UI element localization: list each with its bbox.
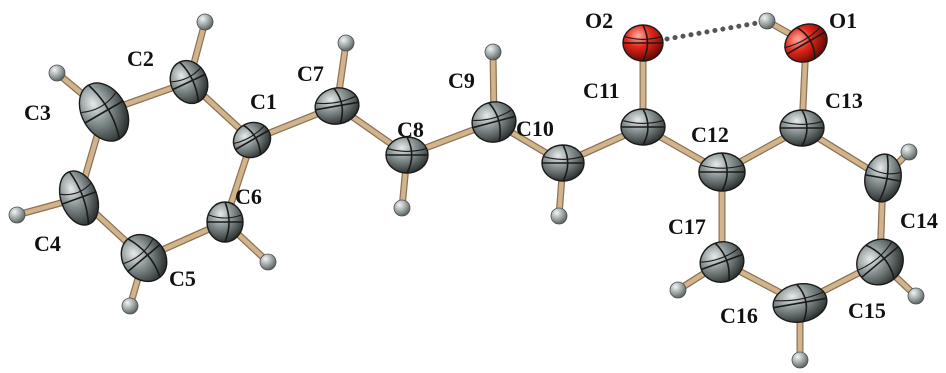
atom-C11 — [620, 108, 666, 146]
atom-label-C1: C1 — [250, 89, 277, 114]
hydrogen-atom-C5 — [121, 297, 139, 315]
hydrogen-atom-C3 — [48, 64, 66, 82]
hydrogen-atom-O1 — [758, 12, 776, 30]
atom-label-C8: C8 — [397, 117, 424, 142]
atom-label-O2: O2 — [585, 8, 613, 33]
atom-C3 — [78, 82, 130, 142]
atom-label-C2: C2 — [127, 46, 154, 71]
hydrogen-atom-C7 — [337, 34, 355, 52]
atom-C5 — [120, 233, 168, 283]
atom-label-C7: C7 — [297, 61, 324, 86]
hydrogen-atom-C16 — [791, 351, 809, 369]
hydrogen-bond-O2-H — [664, 20, 760, 42]
atom-label-C16: C16 — [720, 303, 758, 328]
atom-C14 — [864, 153, 902, 203]
atom-label-C6: C6 — [235, 184, 262, 209]
atom-label-C4: C4 — [34, 231, 61, 256]
hydrogen-atom-C10 — [550, 207, 568, 225]
hydrogen-atom-C4 — [8, 206, 26, 224]
atom-label-C15: C15 — [848, 298, 886, 323]
atom-O2 — [622, 24, 664, 62]
atom-label-C9: C9 — [448, 68, 475, 93]
atom-label-C13: C13 — [825, 88, 863, 113]
atom-C6 — [206, 201, 244, 243]
atom-C10 — [541, 144, 585, 182]
atom-C15 — [856, 238, 904, 286]
atom-label-C17: C17 — [668, 214, 706, 239]
atom-C12 — [698, 152, 746, 192]
atom-label-C12: C12 — [691, 122, 729, 147]
atom-C13 — [779, 109, 825, 147]
atom-C9 — [471, 101, 517, 143]
hydrogen-atom-layer — [8, 12, 925, 369]
atom-C1 — [232, 121, 272, 159]
atom-C17 — [699, 241, 745, 283]
atom-C4 — [58, 170, 100, 226]
atom-C2 — [169, 59, 209, 105]
hydrogen-bond-layer — [664, 20, 760, 42]
hydrogen-atom-C2 — [196, 13, 214, 31]
atom-layer — [58, 23, 904, 323]
atom-label-C5: C5 — [169, 266, 196, 291]
atom-label-C10: C10 — [516, 116, 554, 141]
atom-O1 — [784, 23, 828, 63]
atom-C8 — [385, 136, 429, 174]
hydrogen-atom-C15 — [907, 287, 925, 305]
hydrogen-atom-C6 — [259, 253, 277, 271]
hydrogen-atom-C14 — [900, 143, 918, 161]
atom-C7 — [314, 87, 360, 125]
atom-label-C3: C3 — [24, 100, 51, 125]
atom-label-O1: O1 — [829, 8, 857, 33]
atom-label-C11: C11 — [583, 78, 620, 103]
hydrogen-atom-C17 — [669, 281, 687, 299]
hydrogen-atom-C8 — [393, 199, 411, 217]
atom-C16 — [772, 283, 828, 323]
atom-label-C14: C14 — [900, 208, 938, 233]
hydrogen-atom-C9 — [484, 43, 502, 61]
